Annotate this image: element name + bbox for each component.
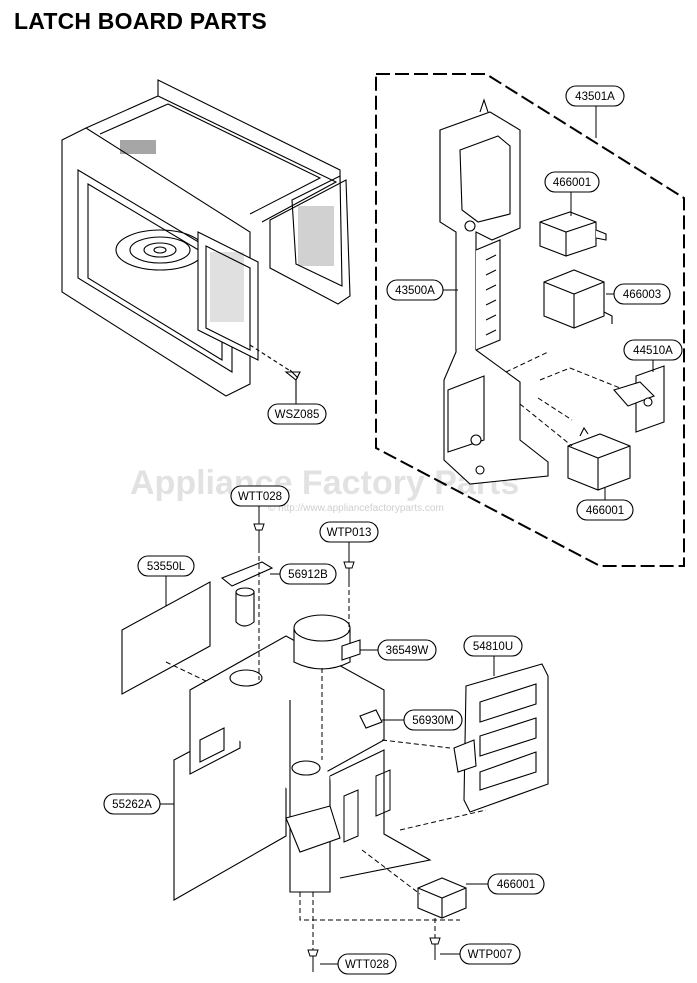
latch-board-illustration [439,98,549,485]
label-44510A: 44510A [633,345,673,357]
label-WTP013: WTP013 [327,527,372,539]
callout-leaders [160,106,654,965]
label-36549W: 36549W [386,645,429,657]
callout-ovals [103,85,683,975]
microswitch-466003 [543,269,613,329]
microwave-cavity-illustration [61,79,351,400]
watermark-url: © http://www.appliancefactoryparts.com [268,503,444,514]
microswitch-466001-bottom [417,877,467,919]
motor-36549W [293,614,361,670]
label-56912B: 56912B [288,569,328,581]
microswitch-466001-lower [567,426,631,491]
microswitch-466001-upper [539,211,607,257]
label-466003: 466003 [623,289,661,301]
label-WTP007: WTP007 [468,949,513,961]
page-title: LATCH BOARD PARTS [14,8,267,34]
cover-54810U [453,663,549,813]
label-WTT028-top: WTT028 [238,491,282,503]
label-56930M: 56930M [412,715,454,727]
lever-56912B [220,561,274,627]
label-466001-bottom: 466001 [497,879,535,891]
latch-board-ribs [485,254,497,336]
stopper-44510A [613,365,665,433]
label-43501A: 43501A [575,91,615,103]
bracket-slots [343,769,391,843]
watermark-text: Appliance Factory Parts [130,464,519,502]
connector-56930M [359,709,383,729]
label-53550L: 53550L [147,561,186,573]
panel-53550L [121,581,211,695]
label-WSZ085: WSZ085 [275,409,320,421]
assembly-guide-lines [258,548,487,950]
screws [253,523,441,972]
label-466001-upper: 466001 [553,177,591,189]
latch-alignment-lines [505,351,621,447]
label-WTT028-bottom: WTT028 [345,959,389,971]
cavity-mesh-pattern [120,140,334,322]
main-bracket-55262A [173,635,432,901]
label-54810U: 54810U [473,641,513,653]
latch-assembly-boundary [375,73,685,567]
label-43500A: 43500A [395,285,435,297]
label-466001-lower: 466001 [586,505,624,517]
label-55262A: 55262A [112,799,152,811]
